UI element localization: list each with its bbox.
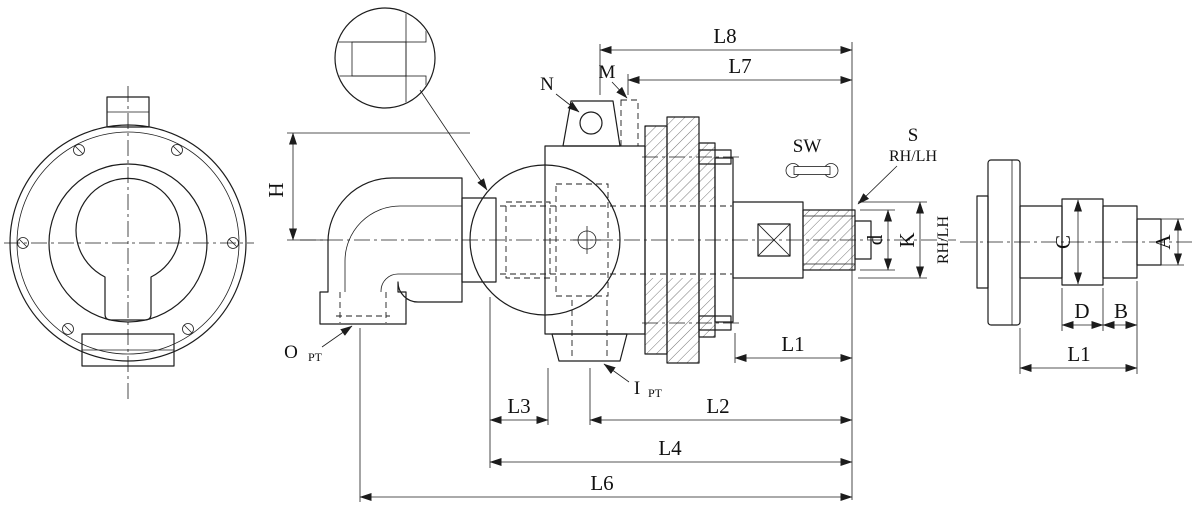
bolt-hole [17, 237, 29, 249]
dim-label-a: A [1151, 234, 1175, 250]
dim-l3: L3 [489, 297, 549, 468]
dim-l1: L1 [734, 332, 853, 363]
callout-o-port: O [284, 342, 298, 363]
section-dimensions: L8 L7 H L1 L3 L2 [264, 24, 927, 502]
thread-detail-bubble [334, 6, 488, 191]
i-port-boss [551, 333, 628, 362]
callout-s: S [908, 125, 919, 146]
rotary-joint-section-view [300, 99, 956, 364]
shaft-detail-view: C A D B L1 [960, 159, 1192, 374]
bubble-leader-line [419, 89, 488, 191]
bolt-hole [73, 144, 85, 156]
flange-outer-circle [9, 124, 247, 362]
bolt-hole [171, 144, 183, 156]
dim-l7: L7 [627, 54, 853, 95]
bolt-hole [182, 323, 194, 335]
dim-b: B [1102, 281, 1138, 374]
internal-nut-hidden [555, 183, 609, 297]
callout-i-port-thread: PT [648, 386, 663, 400]
dim-label-l6: L6 [590, 471, 613, 495]
bubble-hatch-bottom [338, 76, 426, 112]
dim-label-l1: L1 [781, 332, 804, 356]
dim-label-k: K [895, 232, 919, 247]
dim-l2: L2 [589, 368, 853, 425]
bubble-bore [351, 41, 407, 77]
bubble-hatch-top [338, 6, 426, 42]
dim-label-l2: L2 [706, 394, 729, 418]
dim-label-l7: L7 [728, 54, 751, 78]
shaft-tip-right [1136, 218, 1162, 266]
elbow-bore-lower [380, 273, 462, 292]
callout-i-port: I [634, 378, 640, 399]
callout-o-port-thread: PT [308, 350, 323, 364]
keyhole-bore [75, 177, 181, 321]
callout-n: N [540, 74, 554, 95]
flange-rim-circle [16, 131, 240, 355]
leader-o [321, 325, 353, 348]
n-port-hole [579, 111, 603, 135]
dim-label-d: d [863, 234, 887, 245]
bolt-holes [17, 144, 239, 335]
bubble-circle [334, 7, 436, 109]
dim-d-length: D [1061, 288, 1104, 331]
dim-c: C [1051, 199, 1082, 285]
bolt-hole [227, 237, 239, 249]
dim-label-c: C [1051, 235, 1075, 249]
dim-h: H [264, 132, 470, 241]
dim-k: K [858, 201, 927, 279]
leader-n [555, 93, 580, 113]
wrench-flats-symbol [757, 223, 791, 257]
wrench-icon [785, 163, 839, 178]
bolt-hole [62, 323, 74, 335]
leader-m [611, 81, 628, 99]
union-nut [461, 197, 497, 283]
dim-label-b: B [1114, 299, 1128, 323]
flange-pilot-circle [48, 163, 208, 323]
o-port-thread-lines [336, 292, 390, 323]
shaft-flange-disc [987, 159, 1021, 326]
callout-sw: SW [793, 136, 822, 157]
leader-i [603, 363, 630, 383]
internal-seat-hidden [505, 201, 551, 279]
n-port-boss [562, 100, 621, 147]
section-callouts: N M SW S RH/LH O PT I PT RH/LH [284, 62, 952, 400]
m-plug-hidden [620, 99, 639, 147]
dim-label-l4: L4 [658, 436, 682, 460]
dim-label-l8: L8 [713, 24, 736, 48]
dim-l8: L8 [599, 24, 853, 95]
dim-label-l1-shaft: L1 [1067, 342, 1090, 366]
callout-rh-lh-axis: RH/LH [935, 216, 952, 264]
dim-label-h: H [264, 182, 288, 197]
callout-m: M [599, 62, 616, 83]
flange-front-view [4, 86, 254, 402]
dim-label-d-length: D [1074, 299, 1089, 323]
dim-l4: L4 [489, 436, 853, 466]
shaft-dimensions: C A D B L1 [1019, 199, 1184, 374]
elbow-body [319, 177, 463, 325]
dim-l6: L6 [359, 328, 853, 502]
leader-s [857, 165, 898, 205]
dim-a: A [1151, 218, 1184, 266]
callout-rh-lh-note: RH/LH [889, 148, 937, 165]
dim-label-l3: L3 [507, 394, 530, 418]
dim-d: d [860, 209, 895, 271]
center-mark [573, 226, 601, 254]
shaft-tip [854, 220, 872, 260]
dim-l1-shaft: L1 [1019, 328, 1138, 374]
i-port-thread-lines [571, 300, 608, 359]
elbow-bore-upper [344, 205, 462, 292]
